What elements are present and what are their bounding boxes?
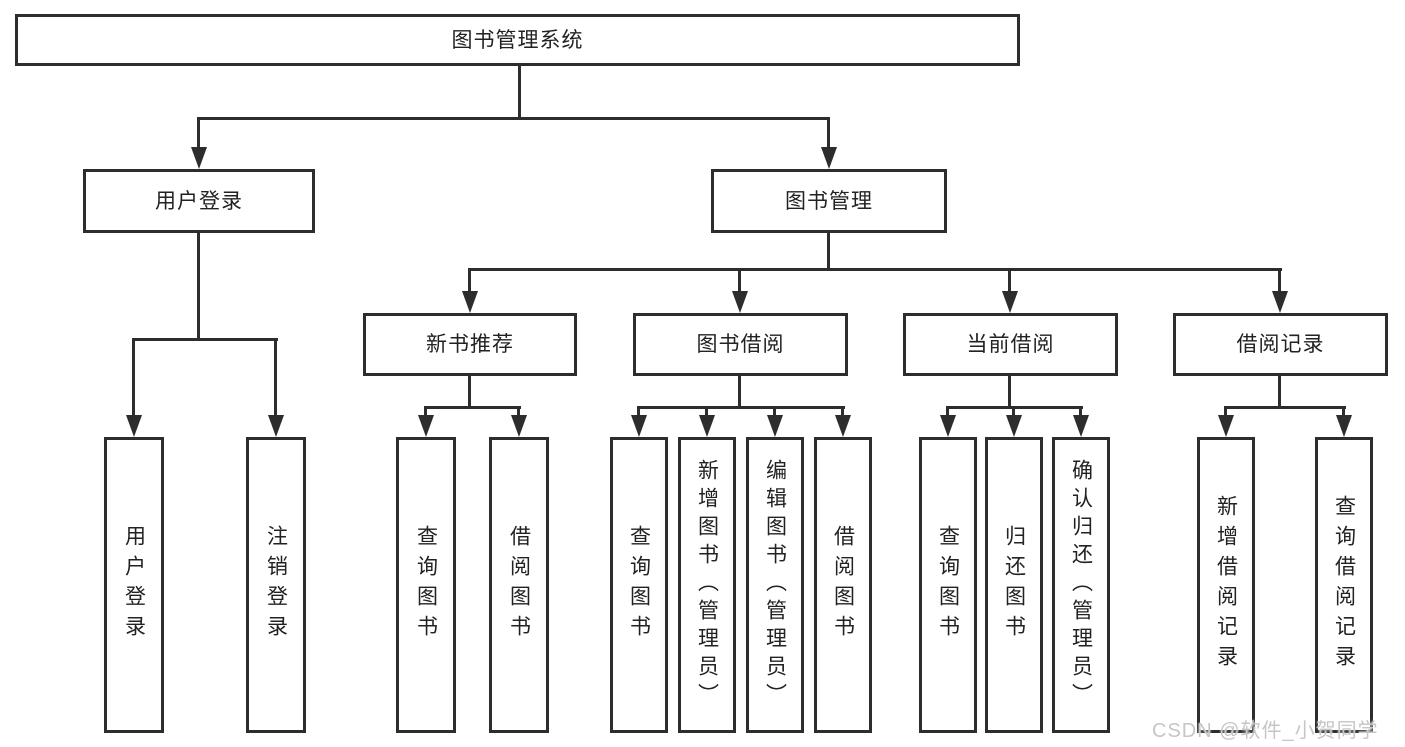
node-user-login-label: 用户登录 [155,189,243,213]
arrow-down-icon [821,147,837,169]
leaf-user-login-label: 用户登录 [122,525,146,645]
leaf-query-borrow-record-label: 查询借阅记录 [1332,495,1356,675]
arrow-down-icon [1336,415,1352,437]
leaf-add-book-admin: 新增图书（管理员） [678,437,736,733]
connector-l2-right-stem [827,117,830,150]
connector-userlogin-stem [197,233,200,340]
node-current-borrowing-label: 当前借阅 [966,333,1055,356]
arrow-down-icon [732,291,748,313]
leaf-add-borrow-record: 新增借阅记录 [1197,437,1255,733]
node-user-login: 用户登录 [83,169,315,233]
connector-newbook-leaf2-stem [517,406,520,418]
connector-l3-stem-4 [1278,268,1281,295]
node-book-management: 图书管理 [711,169,947,233]
connector-borrow-leaf2-stem [705,406,708,418]
connector-newbook-stem [468,376,471,409]
connector-userlogin-hline [132,338,278,341]
connector-bookmgmt-stem [827,233,830,270]
arrow-down-icon [418,415,434,437]
connector-current-leaf3-stem [1079,406,1082,418]
leaf-confirm-return-admin: 确认归还（管理员） [1052,437,1110,733]
connector-borrow-hline [637,406,845,409]
leaf-query-books-2: 查询图书 [610,437,668,733]
leaf-logout-label: 注销登录 [264,525,288,645]
connector-userlogin-leaf2-stem [274,338,277,417]
connector-current-stem [1008,376,1011,409]
node-book-management-label: 图书管理 [785,189,873,213]
connector-l3-stem-2 [738,268,741,295]
arrow-down-icon [835,415,851,437]
connector-borrow-leaf4-stem [841,406,844,418]
leaf-borrow-books-1: 借阅图书 [489,437,549,733]
connector-root-stem [518,66,521,119]
connector-record-leaf1-stem [1224,406,1227,418]
connector-borrow-stem [738,376,741,409]
node-new-book-recommend: 新书推荐 [363,313,577,376]
connector-borrow-leaf3-stem [773,406,776,418]
leaf-add-book-admin-label: 新增图书（管理员） [695,459,719,711]
connector-l3-stem-1 [468,268,471,295]
leaf-logout: 注销登录 [246,437,306,733]
connector-root-hline [197,117,830,120]
leaf-query-borrow-record: 查询借阅记录 [1315,437,1373,733]
connector-record-leaf2-stem [1342,406,1345,418]
leaf-query-books-1-label: 查询图书 [414,525,438,645]
connector-l3-hline [468,268,1282,271]
arrow-down-icon [268,415,284,437]
leaf-confirm-return-admin-label: 确认归还（管理员） [1069,459,1093,711]
connector-current-leaf2-stem [1012,406,1015,418]
leaf-borrow-books-1-label: 借阅图书 [507,525,531,645]
node-root-label: 图书管理系统 [451,28,584,52]
arrow-down-icon [126,415,142,437]
watermark: CSDN @软件_小贺同学 [1152,720,1379,742]
leaf-query-books-3-label: 查询图书 [936,525,960,645]
arrow-down-icon [631,415,647,437]
connector-record-hline [1224,406,1346,409]
leaf-query-books-2-label: 查询图书 [627,525,651,645]
node-borrowing-records-label: 借阅记录 [1236,333,1325,356]
arrow-down-icon [1218,415,1234,437]
connector-newbook-leaf1-stem [424,406,427,418]
connector-borrow-leaf1-stem [637,406,640,418]
arrow-down-icon [940,415,956,437]
leaf-edit-book-admin: 编辑图书（管理员） [746,437,804,733]
node-book-borrowing-label: 图书借阅 [696,333,785,356]
connector-l2-left-stem [197,117,200,150]
leaf-borrow-books-2-label: 借阅图书 [831,525,855,645]
arrow-down-icon [1272,291,1288,313]
arrow-down-icon [1073,415,1089,437]
node-book-borrowing: 图书借阅 [633,313,848,376]
leaf-query-books-3: 查询图书 [919,437,977,733]
connector-record-stem [1278,376,1281,409]
arrow-down-icon [1006,415,1022,437]
connector-l3-stem-3 [1008,268,1011,295]
node-new-book-recommend-label: 新书推荐 [426,333,514,356]
leaf-query-books-1: 查询图书 [396,437,456,733]
node-root: 图书管理系统 [15,14,1020,66]
arrow-down-icon [767,415,783,437]
leaf-return-book-label: 归还图书 [1002,525,1026,645]
arrow-down-icon [1002,291,1018,313]
node-current-borrowing: 当前借阅 [903,313,1118,376]
connector-current-leaf1-stem [946,406,949,418]
leaf-user-login: 用户登录 [104,437,164,733]
connector-userlogin-leaf1-stem [132,338,135,417]
leaf-edit-book-admin-label: 编辑图书（管理员） [763,459,787,711]
node-borrowing-records: 借阅记录 [1173,313,1388,376]
arrow-down-icon [462,291,478,313]
leaf-add-borrow-record-label: 新增借阅记录 [1214,495,1238,675]
connector-newbook-hline [424,406,521,409]
arrow-down-icon [191,147,207,169]
arrow-down-icon [699,415,715,437]
leaf-return-book: 归还图书 [985,437,1043,733]
arrow-down-icon [511,415,527,437]
leaf-borrow-books-2: 借阅图书 [814,437,872,733]
